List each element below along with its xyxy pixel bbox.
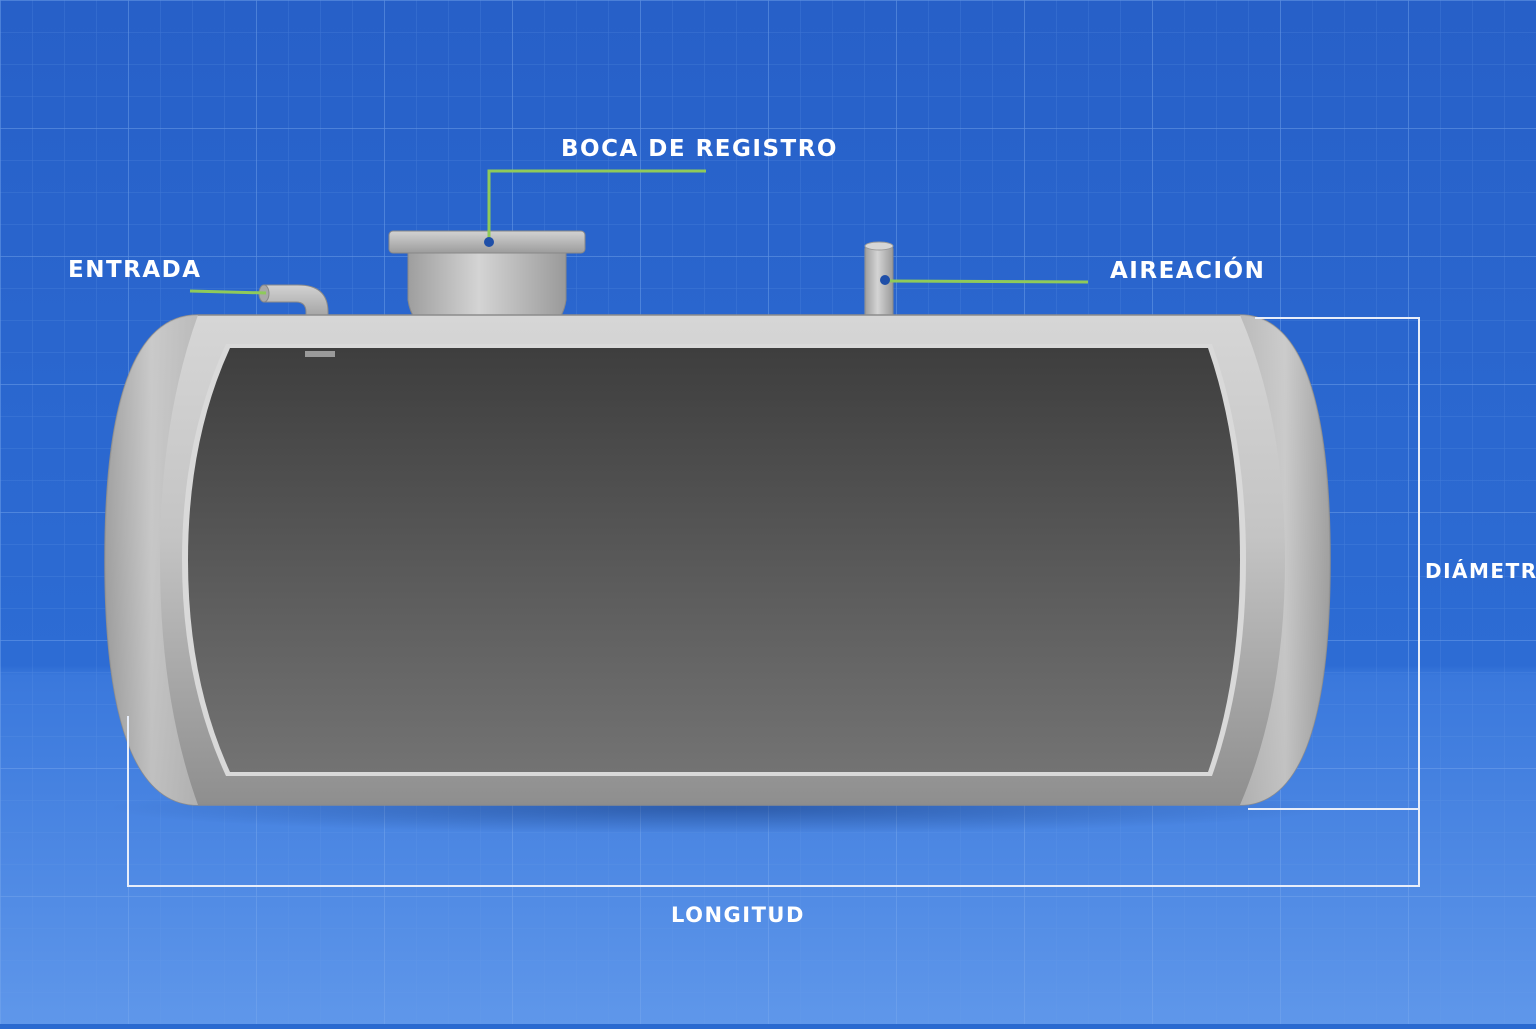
vent-label: AIREACIÓN	[1110, 256, 1265, 284]
diameter-label: DIÁMETRO	[1425, 559, 1536, 583]
inlet-leader	[189, 289, 267, 295]
tank-cutaway	[182, 344, 1246, 776]
leader-lines	[189, 169, 1089, 295]
manhole-label: BOCA DE REGISTRO	[561, 136, 838, 162]
length-label: LONGITUD	[671, 903, 805, 927]
manhole-leader	[487, 169, 706, 242]
vent-marker-dot	[880, 275, 890, 285]
vent-leader	[884, 279, 1089, 284]
manhole-marker-dot	[484, 237, 494, 247]
diameter-dimension	[1248, 317, 1420, 810]
inlet-label: ENTRADA	[68, 257, 202, 283]
level-indicator	[305, 351, 335, 357]
dimension-lines	[127, 317, 1420, 887]
vent-pipe	[864, 241, 894, 331]
length-dimension	[127, 716, 1420, 887]
